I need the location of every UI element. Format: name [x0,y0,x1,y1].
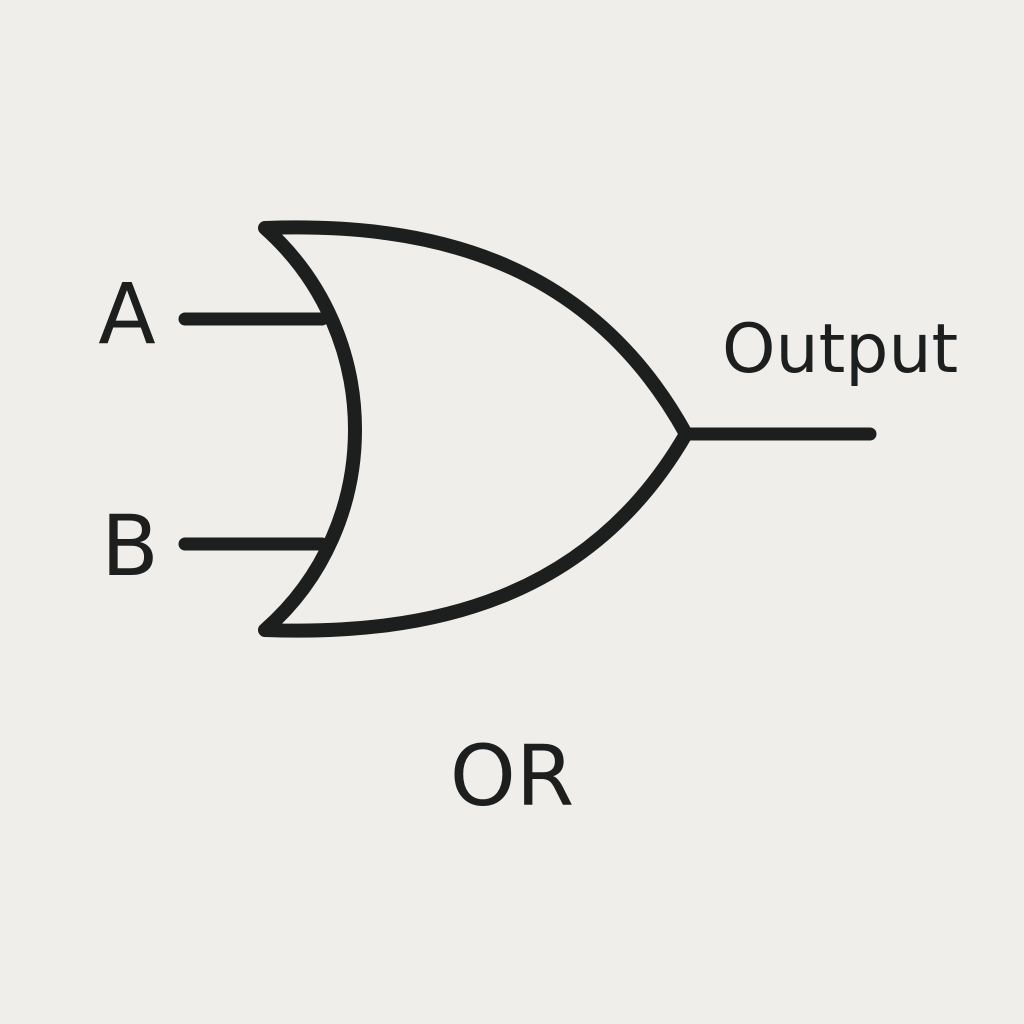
or-gate-shape [258,220,693,638]
wires [178,312,877,551]
gate-type-label: OR [450,727,574,825]
input-a-label: A [98,265,155,363]
input-b-label: B [101,497,159,595]
output-label: Output [722,310,958,389]
